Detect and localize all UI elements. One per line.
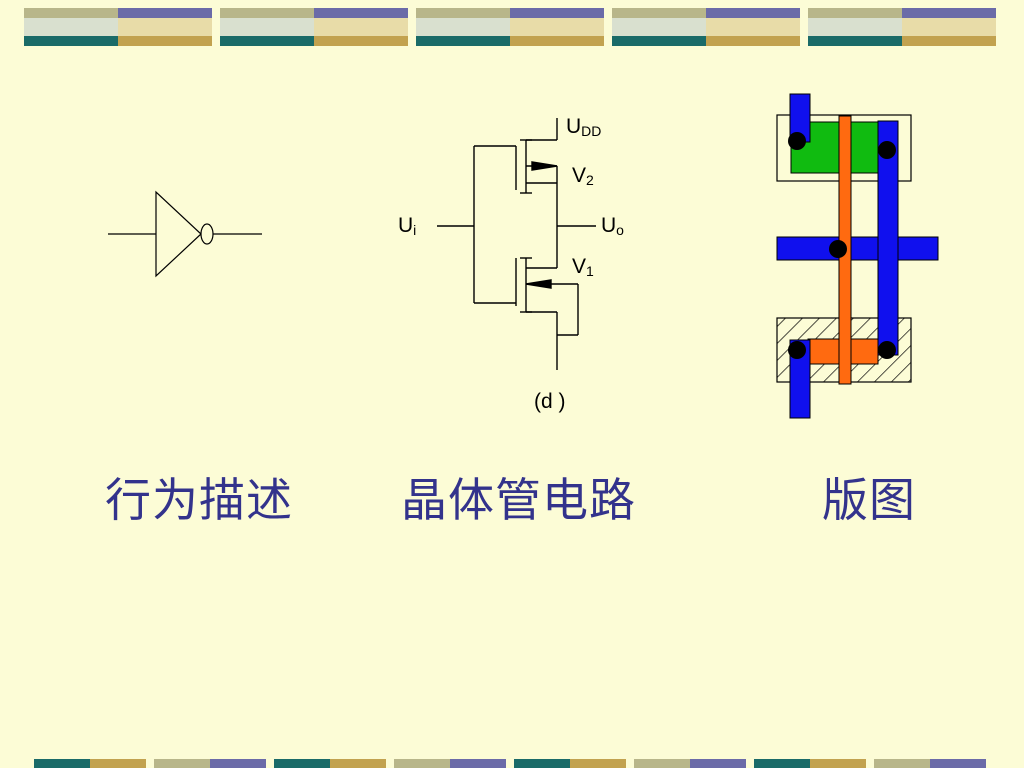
footer-stripe-segment xyxy=(154,759,266,768)
inverter-bubble xyxy=(200,223,214,245)
metal-input-strip xyxy=(776,236,939,261)
header-stripe-segment xyxy=(24,8,212,46)
header-stripe-segment xyxy=(220,8,408,46)
caption-behavior: 行为描述 xyxy=(105,473,293,527)
metal-left-bottom xyxy=(789,339,811,419)
schematic-labels: UDD V2 Ui Uo V1 (d ) xyxy=(398,115,624,413)
footer-stripe-segment xyxy=(394,759,506,768)
footer-stripe-segment xyxy=(874,759,986,768)
contact-dot xyxy=(788,132,806,150)
footer-stripe-segment xyxy=(634,759,746,768)
header-stripe-segment xyxy=(808,8,996,46)
figure-tag: (d ) xyxy=(534,390,566,413)
contact-dot xyxy=(829,240,847,258)
layout-drawing xyxy=(776,93,939,419)
caption-transistor-circuit: 晶体管电路 xyxy=(401,473,636,527)
svg-text:Ui: Ui xyxy=(398,214,416,238)
v2-arrow xyxy=(531,161,558,171)
svg-text:UDD: UDD xyxy=(566,115,601,139)
footer-stripe-segment xyxy=(274,759,386,768)
contact-dot xyxy=(878,341,896,359)
inverter-symbol xyxy=(108,190,262,278)
svg-text:V1: V1 xyxy=(572,255,594,279)
caption-layout: 版图 xyxy=(822,473,916,527)
svg-text:Uo: Uo xyxy=(601,214,624,238)
header-stripe-segment xyxy=(416,8,604,46)
svg-text:V2: V2 xyxy=(572,164,594,188)
contact-dot xyxy=(788,341,806,359)
footer-stripe-segment xyxy=(514,759,626,768)
footer-stripe-segment xyxy=(34,759,146,768)
inverter-triangle xyxy=(155,190,202,278)
v1-arrow xyxy=(525,279,552,289)
cmos-schematic xyxy=(437,118,596,370)
header-stripe-segment xyxy=(612,8,800,46)
contact-dot xyxy=(878,141,896,159)
footer-stripe-segment xyxy=(754,759,866,768)
